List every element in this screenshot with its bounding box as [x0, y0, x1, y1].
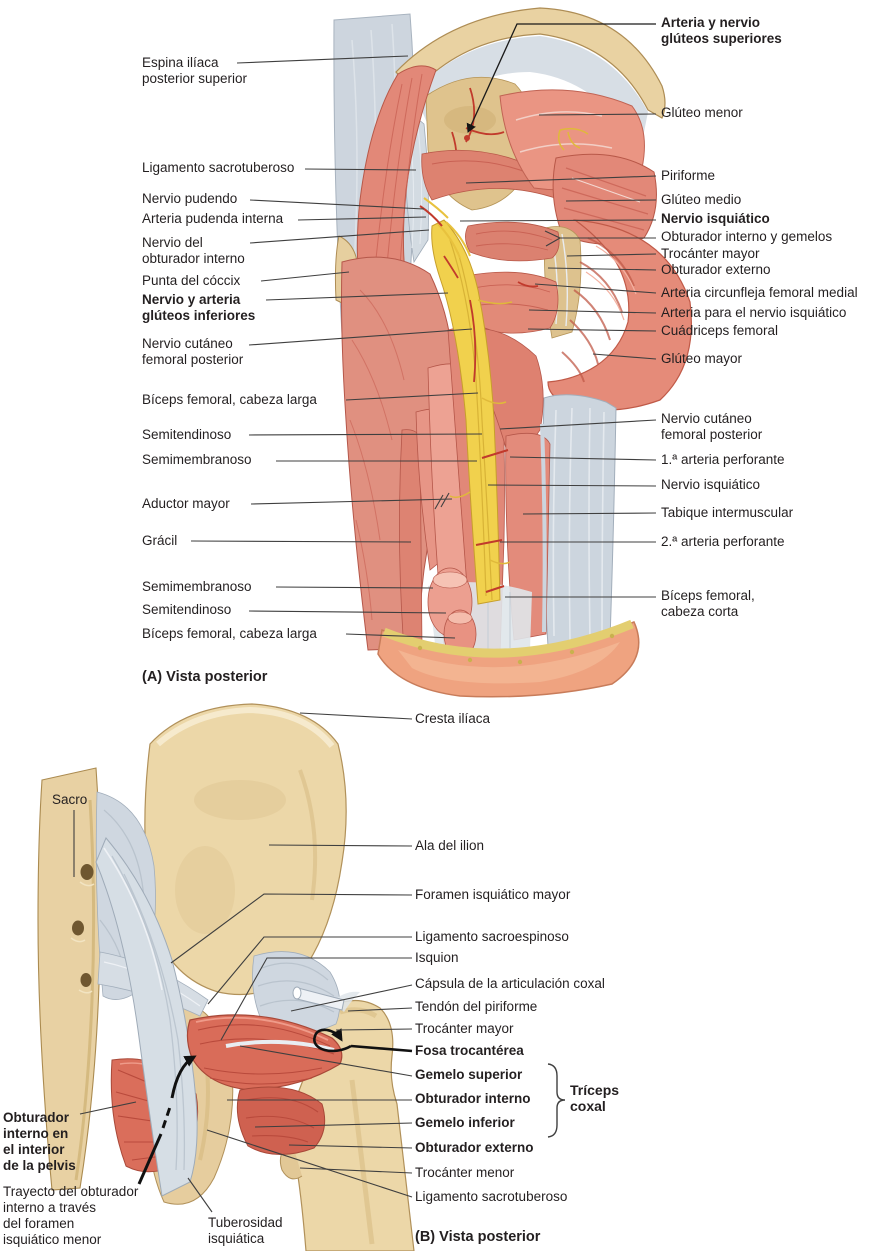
label-capsula-articulacion-coxal: Cápsula de la articulación coxal [415, 976, 605, 991]
label-gluteo-medio: Glúteo medio [661, 192, 742, 207]
label-arteria-pudenda-interna: Arteria pudenda interna [142, 211, 284, 226]
leader-lines-figure-a [190, 23, 657, 639]
caption-figure-b: (B) Vista posterior [415, 1229, 541, 1245]
label-ligamento-sacrotuberoso-b: Ligamento sacrotuberoso [415, 1189, 568, 1204]
label-arteria-para-nervio-isquiatico: Arteria para el nervio isquiático [661, 305, 847, 320]
triceps-coxal-brace [547, 1063, 566, 1138]
label-tuberosidad-isquiatica: Tuberosidad isquiática [208, 1215, 283, 1246]
thigh-cross-section [377, 619, 640, 698]
label-gemelo-inferior: Gemelo inferior [415, 1115, 515, 1130]
figure-a-illustration [333, 7, 692, 698]
label-punta-del-coccix: Punta del cóccix [142, 273, 241, 288]
label-gluteo-menor: Glúteo menor [661, 105, 743, 120]
label-semimembranoso-2: Semimembranoso [142, 579, 252, 594]
label-semitendinoso-1: Semitendinoso [142, 427, 232, 442]
label-foramen-isquiatico-mayor: Foramen isquiático mayor [415, 887, 571, 902]
label-arteria-perforante-2: 2.ª arteria perforante [661, 534, 785, 549]
sacrotuberous-ligament-b [95, 837, 198, 1197]
label-obturador-externo-a: Obturador externo [661, 262, 771, 277]
label-ala-del-ilion: Ala del ilion [415, 838, 485, 853]
label-nervio-arteria-gluteos-inferiores: Nervio y arteria glúteos inferiores [142, 292, 256, 323]
label-nervio-pudendo: Nervio pudendo [142, 191, 238, 206]
obturator-internus-gemelli-muscle [465, 221, 560, 262]
label-biceps-femoral-cabeza-larga-2: Bíceps femoral, cabeza larga [142, 626, 317, 641]
label-obturador-externo-b: Obturador externo [415, 1140, 534, 1155]
label-gluteo-mayor: Glúteo mayor [661, 351, 743, 366]
label-nervio-isquiatico-2: Nervio isquiático [661, 477, 761, 492]
label-arteria-circunfleja-femoral-medial: Arteria circunfleja femoral medial [661, 285, 858, 300]
fossa-arrow [313, 1028, 352, 1053]
iliac-crest-bone [395, 7, 666, 119]
label-obturador-interno-b: Obturador interno [415, 1091, 531, 1106]
label-nervio-isquiatico-1: Nervio isquiático [661, 211, 770, 226]
trajectory-arrow [137, 1055, 197, 1185]
label-biceps-femoral-cabeza-larga-1: Bíceps femoral, cabeza larga [142, 392, 317, 407]
label-biceps-femoral-cabeza-corta: Bíceps femoral, cabeza corta [661, 588, 755, 619]
label-gracil: Grácil [142, 533, 178, 548]
label-obturador-interno-en-pelvis: Obturador interno en el interior de la p… [3, 1110, 76, 1173]
label-cuadriceps-femoral: Cuádriceps femoral [661, 323, 779, 338]
label-trocanter-mayor-b: Trocánter mayor [415, 1021, 514, 1036]
label-semimembranoso-1: Semimembranoso [142, 452, 252, 467]
label-ligamento-sacroespinoso: Ligamento sacroespinoso [415, 929, 569, 944]
figure-b-illustration [37, 703, 415, 1251]
label-triceps-coxal: Tríceps coxal [570, 1082, 620, 1114]
label-ligamento-sacrotuberoso-a: Ligamento sacrotuberoso [142, 160, 295, 175]
label-sacro: Sacro [52, 792, 88, 807]
label-isquion: Isquion [415, 950, 459, 965]
label-fosa-trocanterea: Fosa trocantérea [415, 1043, 524, 1058]
label-trayecto-obturador-interno: Trayecto del obturador interno a través … [3, 1184, 139, 1247]
label-nervio-cutaneo-femoral-posterior-right: Nervio cutáneo femoral posterior [661, 411, 763, 442]
gracil-muscle [399, 429, 423, 651]
label-tabique-intermuscular: Tabique intermuscular [661, 505, 794, 520]
caption-figure-a: (A) Vista posterior [142, 669, 268, 685]
label-piriforme: Piriforme [661, 168, 716, 183]
label-cresta-iliaca: Cresta ilíaca [415, 711, 491, 726]
label-tendon-del-piriforme: Tendón del piriforme [415, 999, 538, 1014]
label-trocanter-mayor-a: Trocánter mayor [661, 246, 760, 261]
label-arteria-nervio-gluteos-superiores: Arteria y nervio glúteos superiores [661, 15, 782, 46]
label-trocanter-menor: Trocánter menor [415, 1165, 515, 1180]
sacral-foramen [72, 920, 84, 936]
label-obturador-interno-y-gemelos: Obturador interno y gemelos [661, 229, 833, 244]
leader-lines-figure-b [73, 712, 566, 1213]
label-espina-iliaca-posterior-superior: Espina ilíaca posterior superior [142, 55, 248, 86]
sacral-foramen [80, 973, 92, 987]
label-semitendinoso-2: Semitendinoso [142, 602, 232, 617]
label-arteria-perforante-1: 1.ª arteria perforante [661, 452, 785, 467]
label-aductor-mayor: Aductor mayor [142, 496, 230, 511]
label-nervio-del-obturador-interno: Nervio del obturador interno [142, 235, 245, 266]
sacral-foramen [80, 864, 94, 880]
label-gemelo-superior: Gemelo superior [415, 1067, 523, 1082]
label-nervio-cutaneo-femoral-posterior-left: Nervio cutáneo femoral posterior [142, 336, 244, 367]
